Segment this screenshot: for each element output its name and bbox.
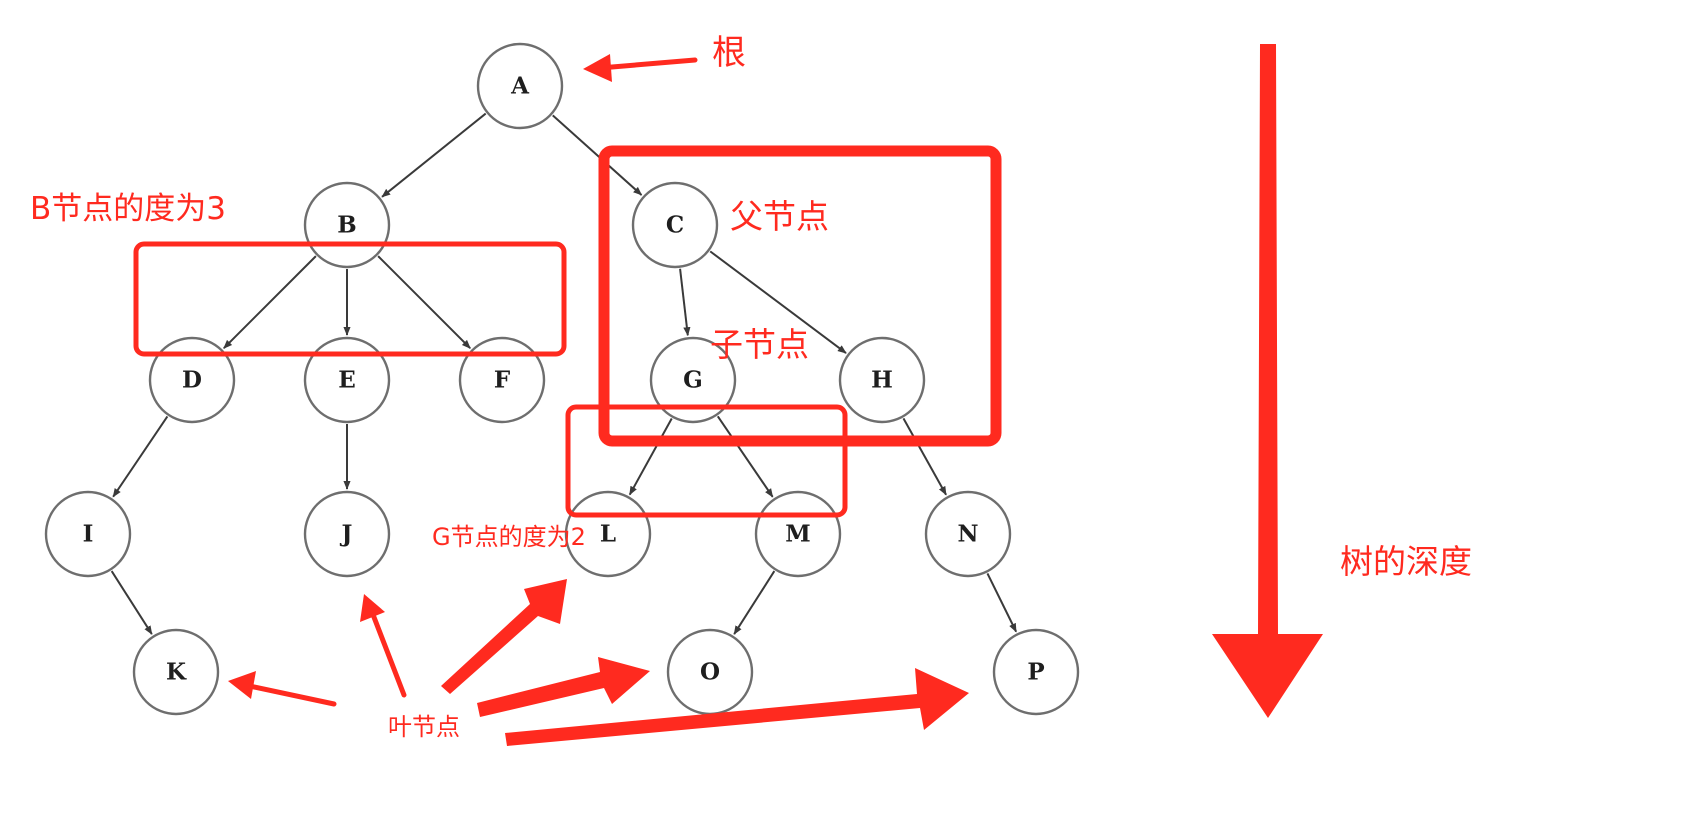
tree-node-circle xyxy=(476,42,564,130)
tree-node-label: N xyxy=(957,521,978,548)
tree-node-c: C xyxy=(631,181,719,269)
tree-node-label: C xyxy=(666,212,684,239)
c-subtree-highlight-box xyxy=(598,145,1002,447)
tree-edge-n-p xyxy=(986,573,1018,633)
tree-node-k: K xyxy=(132,628,220,716)
tree-depth-label: 树的深度 xyxy=(1340,542,1472,581)
tree-node-label: L xyxy=(600,521,616,548)
tree-node-label: G xyxy=(683,367,703,394)
tree-node-j: J xyxy=(303,490,391,578)
tree-edges xyxy=(110,112,1018,635)
tree-node-h: H xyxy=(838,336,926,424)
child-node-label: 子节点 xyxy=(710,325,809,364)
g-children-highlight-box xyxy=(565,404,848,518)
leaf-pointer-arrow-k xyxy=(242,682,337,707)
tree-node-a: A xyxy=(476,42,564,130)
annotation-arrows xyxy=(228,44,1323,746)
tree-node-circle xyxy=(44,490,132,578)
tree-node-b: B xyxy=(303,181,391,269)
tree-node-n: N xyxy=(924,490,1012,578)
tree-edge-b-f xyxy=(377,255,471,349)
tree-node-circle xyxy=(303,490,391,578)
tree-edge-d-i xyxy=(112,415,169,498)
tree-edge-a-b xyxy=(381,112,487,198)
b-children-highlight-box xyxy=(133,241,567,357)
tree-edge-h-n xyxy=(902,417,947,496)
tree-node-label: E xyxy=(338,367,356,394)
tree-node-o: O xyxy=(666,628,754,716)
root-pointer-arrow xyxy=(597,57,698,71)
b-degree-label: B节点的度为3 xyxy=(30,191,226,227)
tree-node-circle xyxy=(148,336,236,424)
tree-node-circle xyxy=(649,336,737,424)
tree-node-e: E xyxy=(303,336,391,424)
tree-node-d: D xyxy=(148,336,236,424)
tree-edge-c-g xyxy=(679,268,691,337)
leaf-node-label: 叶节点 xyxy=(388,713,460,741)
tree-node-circle xyxy=(458,336,546,424)
leaf-pointer-arrowhead-k xyxy=(228,671,256,699)
tree-node-label: K xyxy=(166,659,187,686)
tree-node-p: P xyxy=(992,628,1080,716)
root-pointer-arrowhead xyxy=(583,54,612,82)
tree-edge-b-d xyxy=(223,255,317,349)
tree-edge-c-h xyxy=(709,250,847,354)
tree-nodes: A B C D E F G H I J L M N K O P xyxy=(44,42,1080,716)
tree-node-label: A xyxy=(510,73,530,100)
tree-node-label: M xyxy=(785,521,810,548)
parent-node-label: 父节点 xyxy=(730,197,829,236)
tree-node-circle xyxy=(132,628,220,716)
tree-node-circle xyxy=(924,490,1012,578)
annotation-labels: 根 B节点的度为3 父节点 子节点 G节点的度为2 叶节点 树的深度 xyxy=(30,33,1472,741)
depth-arrow xyxy=(1212,44,1323,718)
tree-node-circle xyxy=(631,181,719,269)
tree-node-f: F xyxy=(458,336,546,424)
tree-node-m: M xyxy=(754,490,842,578)
leaf-pointer-arrow-l xyxy=(441,579,567,694)
tree-node-circle xyxy=(992,628,1080,716)
tree-node-label: B xyxy=(337,212,356,239)
tree-edge-g-l xyxy=(628,418,673,496)
tree-node-label: O xyxy=(700,659,720,686)
annotation-boxes xyxy=(133,145,1002,518)
tree-node-label: P xyxy=(1027,659,1044,686)
tree-node-label: I xyxy=(83,521,94,548)
tree-node-label: H xyxy=(871,367,893,394)
leaf-pointer-arrow-j xyxy=(369,609,407,698)
tree-node-i: I xyxy=(44,490,132,578)
g-degree-label: G节点的度为2 xyxy=(432,523,586,551)
tree-node-g: G xyxy=(649,336,737,424)
tree-edge-i-k xyxy=(110,570,153,635)
leaf-pointer-arrow-p xyxy=(505,668,969,746)
root-label: 根 xyxy=(712,33,746,73)
tree-edge-a-c xyxy=(552,114,643,196)
leaf-pointer-arrowhead-j xyxy=(360,594,385,622)
leaf-pointer-arrow-o xyxy=(477,657,650,717)
tree-edge-g-m xyxy=(716,415,774,498)
tree-node-circle xyxy=(838,336,926,424)
tree-node-circle xyxy=(303,336,391,424)
tree-node-label: F xyxy=(494,367,511,394)
tree-node-label: J xyxy=(340,521,353,548)
tree-edge-m-o xyxy=(733,570,776,635)
tree-node-label: D xyxy=(182,367,202,394)
